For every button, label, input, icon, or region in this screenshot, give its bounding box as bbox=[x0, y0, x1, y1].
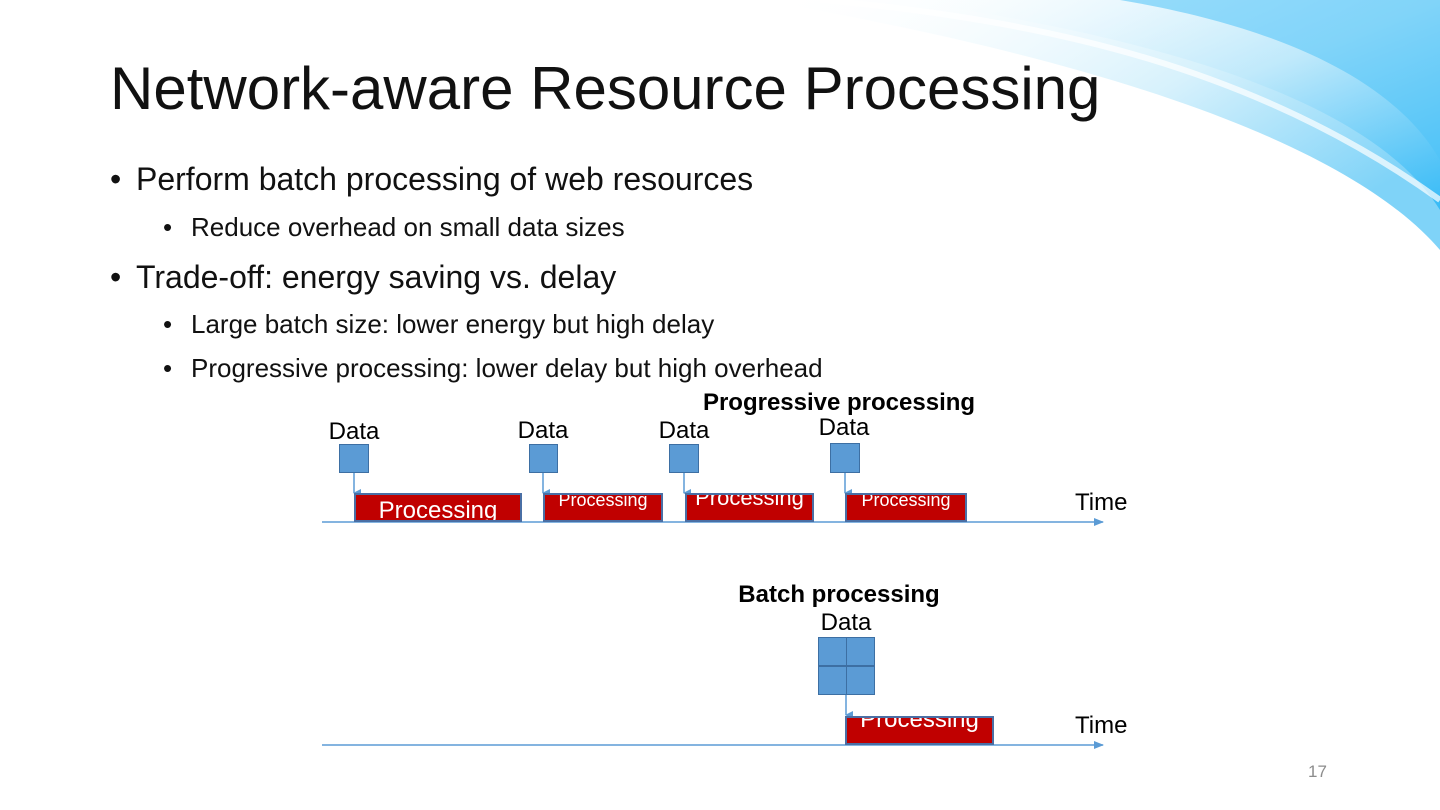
processing-block: Processing bbox=[685, 493, 814, 522]
slide-title: Network-aware Resource Processing bbox=[110, 55, 1101, 122]
data-block bbox=[818, 666, 847, 695]
data-label: Data bbox=[820, 609, 872, 636]
processing-block: Processing bbox=[845, 716, 994, 745]
data-block bbox=[830, 443, 860, 473]
data-block bbox=[846, 666, 875, 695]
bullet-text: Reduce overhead on small data sizes bbox=[191, 212, 625, 242]
processing-block: Processing bbox=[845, 493, 967, 522]
sub-bullet-item: • Progressive processing: lower delay but… bbox=[163, 355, 823, 381]
bullet-dot-icon: • bbox=[163, 212, 173, 242]
progressive-title: Progressive processing bbox=[702, 389, 976, 416]
bullet-dot-icon: • bbox=[110, 259, 122, 295]
data-label: Data bbox=[517, 417, 569, 444]
page-number: 17 bbox=[1308, 762, 1327, 781]
time-axis-label: Time bbox=[1075, 489, 1128, 516]
batch-title: Batch processing bbox=[738, 581, 940, 608]
bullet-text: Progressive processing: lower delay but … bbox=[191, 353, 823, 383]
bullet-dot-icon: • bbox=[163, 309, 173, 339]
bullet-text: Large batch size: lower energy but high … bbox=[191, 309, 715, 339]
data-label: Data bbox=[818, 414, 870, 441]
data-block bbox=[669, 444, 699, 473]
bullet-dot-icon: • bbox=[110, 161, 122, 197]
data-block bbox=[846, 637, 875, 666]
sub-bullet-item: • Large batch size: lower energy but high… bbox=[163, 311, 714, 337]
data-block bbox=[818, 637, 847, 666]
bullet-text: Trade-off: energy saving vs. delay bbox=[136, 259, 617, 295]
bullet-dot-icon: • bbox=[163, 353, 173, 383]
bullet-text: Perform batch processing of web resource… bbox=[136, 161, 754, 197]
data-block bbox=[529, 444, 558, 473]
time-axis-label: Time bbox=[1075, 712, 1128, 739]
data-label: Data bbox=[658, 417, 710, 444]
processing-block: Processing bbox=[354, 493, 522, 522]
bullet-item: • Perform batch processing of web resourc… bbox=[110, 163, 753, 195]
sub-bullet-item: • Reduce overhead on small data sizes bbox=[163, 214, 625, 240]
data-label: Data bbox=[328, 418, 380, 445]
data-block bbox=[339, 444, 369, 473]
processing-block: Processing bbox=[543, 493, 663, 522]
bullet-item: • Trade-off: energy saving vs. delay bbox=[110, 261, 616, 293]
